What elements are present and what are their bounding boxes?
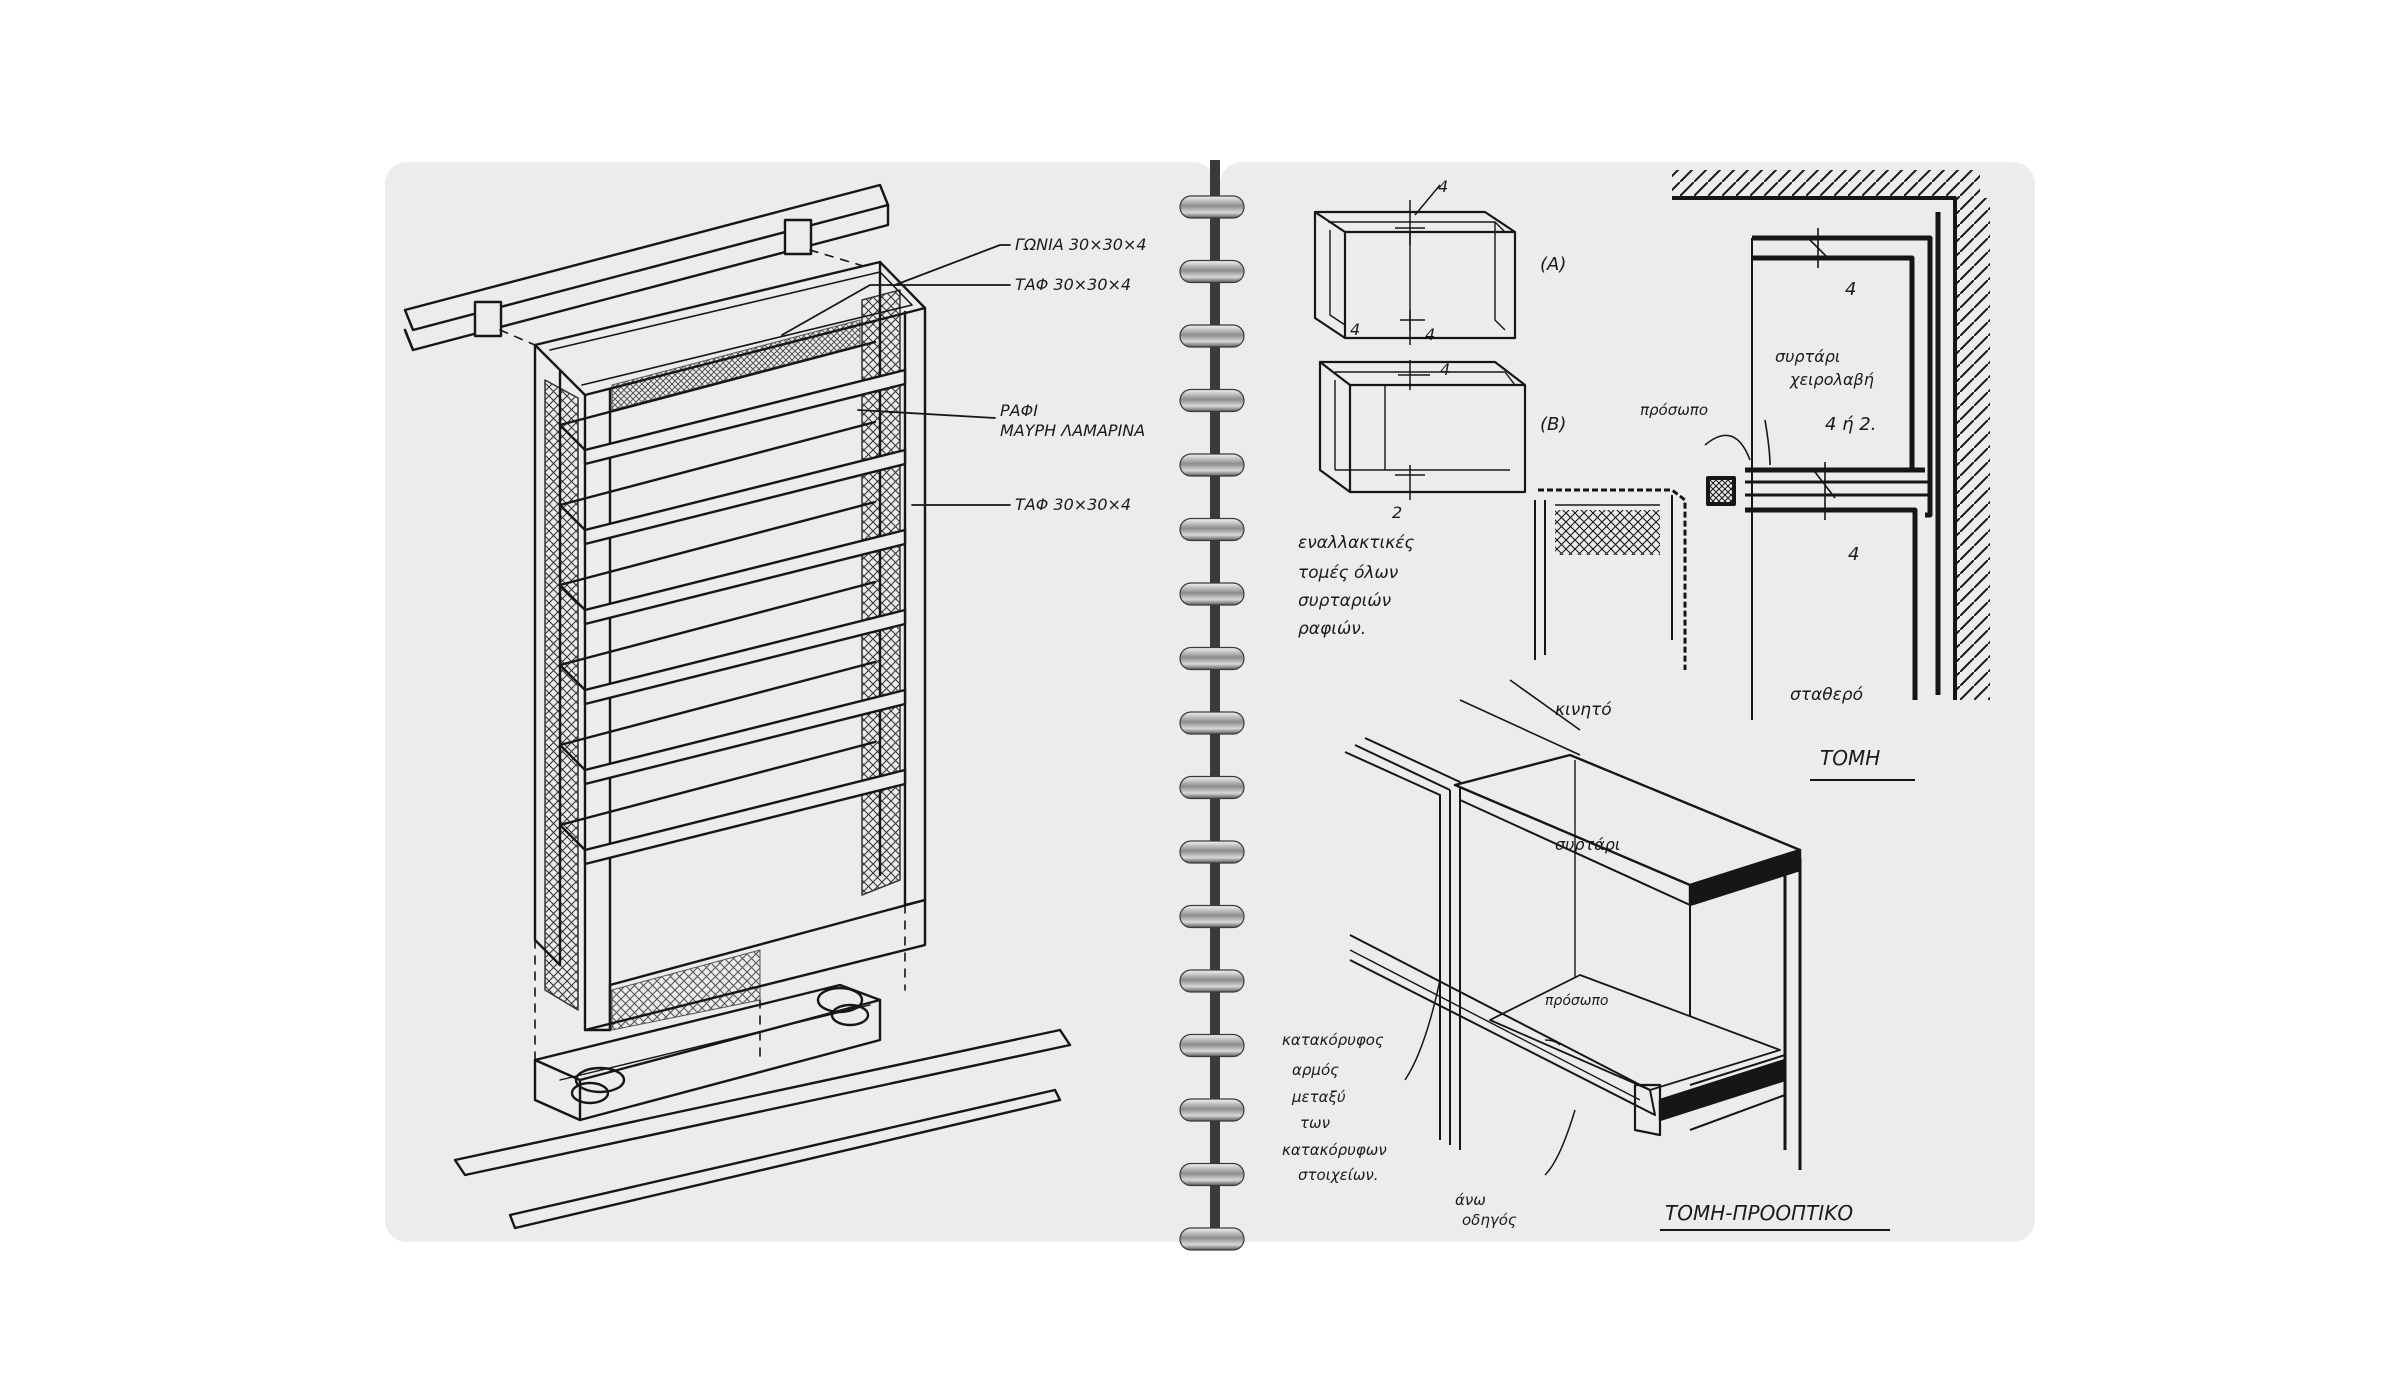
label-corner: ΓΩΝΙΑ 30×30×4 bbox=[1015, 235, 1147, 254]
box-b-dim-bottom: 2 bbox=[1392, 503, 1402, 522]
guide-note-1: άνω bbox=[1455, 1191, 1486, 1209]
binding-ring bbox=[1179, 775, 1245, 800]
box-b-sketch bbox=[1318, 360, 1527, 500]
section-dim-top: 4 bbox=[1845, 279, 1856, 300]
vertical-note-5: κατακόρυφων bbox=[1282, 1141, 1387, 1159]
box-b-dim-top: 4 bbox=[1440, 360, 1450, 379]
cabinet-shelf bbox=[558, 580, 907, 706]
guide-note-2: οδηγός bbox=[1462, 1211, 1517, 1229]
box-b-tag: (B) bbox=[1540, 414, 1566, 435]
left-page bbox=[385, 162, 1215, 1242]
cabinet-shelf bbox=[558, 420, 907, 546]
note-line-4: ραφιών. bbox=[1298, 619, 1366, 639]
label-taf-top: ΤΑΦ 30×30×4 bbox=[1015, 275, 1131, 294]
spine bbox=[1210, 160, 1220, 1244]
vertical-note-6: στοιχείων. bbox=[1298, 1166, 1379, 1184]
cabinet-shelf bbox=[558, 340, 907, 466]
vertical-note-3: μεταξύ bbox=[1291, 1088, 1346, 1106]
box-a-dim-top: 4 bbox=[1438, 177, 1448, 196]
perspective-title: ΤΟΜΗ-ΠΡΟΟΠΤΙΚΟ bbox=[1665, 1201, 1853, 1225]
section-dim-mid: 4 ή 2. bbox=[1825, 414, 1876, 435]
vertical-note-1: κατακόρυφος bbox=[1282, 1031, 1384, 1049]
binding-ring bbox=[1179, 904, 1245, 929]
section-sketch bbox=[1534, 170, 1990, 781]
box-a-dim-bottom-left: 4 bbox=[1350, 320, 1360, 339]
label-shelf-line1: ΡΑΦΙ bbox=[1000, 401, 1038, 420]
cabinet-shelf bbox=[558, 740, 907, 866]
box-a-sketch bbox=[1313, 184, 1517, 345]
binding-ring bbox=[1179, 259, 1245, 284]
note-line-3: συρταριών bbox=[1298, 591, 1392, 611]
section-title: ΤΟΜΗ bbox=[1820, 746, 1880, 770]
cabinet-shelf bbox=[558, 660, 907, 786]
perspective-drawer-label: συρτάρι bbox=[1555, 835, 1620, 854]
alternatives-note: εναλλακτικές τομές όλων συρταριών ραφιών… bbox=[1298, 533, 1414, 639]
section-fixed: σταθερό bbox=[1790, 685, 1863, 705]
binding-ring bbox=[1179, 1227, 1245, 1251]
spiral-binding bbox=[1179, 195, 1245, 1251]
label-taf-side: ΤΑΦ 30×30×4 bbox=[1015, 495, 1131, 514]
note-line-1: εναλλακτικές bbox=[1298, 533, 1414, 553]
section-drawer-label-1: συρτάρι bbox=[1775, 347, 1840, 366]
perspective-sketch bbox=[1344, 679, 1890, 1231]
binding-ring bbox=[1179, 517, 1245, 542]
binding-ring bbox=[1179, 969, 1245, 993]
binding-ring bbox=[1179, 582, 1245, 606]
section-front-label: πρόσωπο bbox=[1640, 401, 1708, 419]
binding-ring bbox=[1179, 1162, 1245, 1187]
binding-ring bbox=[1179, 453, 1245, 477]
section-movable: κινητό bbox=[1555, 700, 1612, 720]
box-a-tag: (A) bbox=[1540, 254, 1566, 275]
cabinet-sketch bbox=[403, 183, 1072, 1230]
vertical-note-2: αρμός bbox=[1292, 1061, 1339, 1079]
binding-ring bbox=[1179, 711, 1245, 735]
box-a-dim-bottom-right: 4 bbox=[1425, 325, 1435, 344]
perspective-front-label: πρόσωπο bbox=[1545, 993, 1608, 1009]
section-dim-bottom: 4 bbox=[1848, 544, 1859, 565]
binding-ring bbox=[1179, 195, 1245, 219]
vertical-note-4: των bbox=[1300, 1114, 1330, 1132]
section-drawer-label-2: χειρολαβή bbox=[1789, 370, 1874, 389]
binding-ring bbox=[1179, 840, 1245, 864]
binding-ring bbox=[1179, 646, 1245, 671]
binding-ring bbox=[1179, 1033, 1245, 1058]
note-line-2: τομές όλων bbox=[1298, 563, 1399, 583]
binding-ring bbox=[1179, 1098, 1245, 1122]
cabinet-shelf bbox=[558, 500, 907, 626]
label-shelf-line2: ΜΑΥΡΗ ΛΑΜΑΡΙΝΑ bbox=[1000, 421, 1145, 440]
binding-ring bbox=[1179, 324, 1245, 348]
binding-ring bbox=[1179, 388, 1245, 413]
cabinet-labels: ΓΩΝΙΑ 30×30×4 ΤΑΦ 30×30×4 ΡΑΦΙ ΜΑΥΡΗ ΛΑΜ… bbox=[1000, 235, 1147, 514]
vertical-joint-note: κατακόρυφος αρμός μεταξύ των κατακόρυφων… bbox=[1282, 1031, 1387, 1184]
